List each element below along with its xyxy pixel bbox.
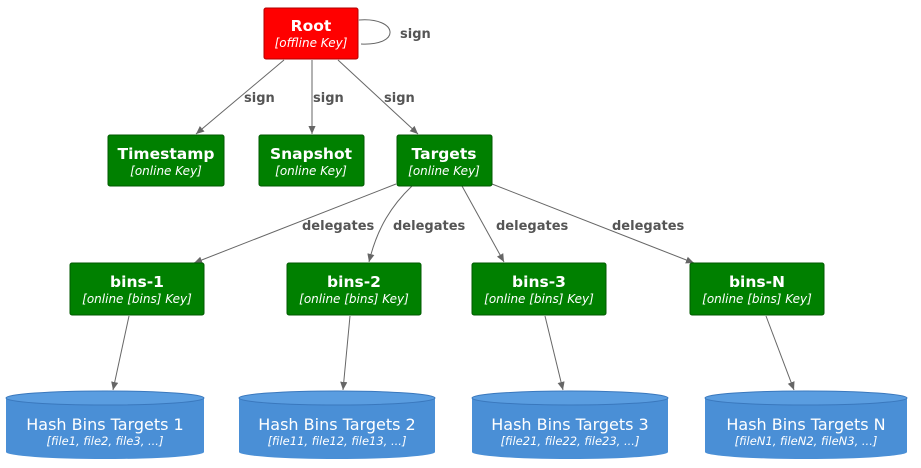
node-bins-3[interactable]: bins-3 [online [bins] Key] bbox=[471, 262, 607, 316]
node-bins-2-box bbox=[286, 262, 422, 316]
edges: sign sign sign sign delegates delegates … bbox=[111, 17, 795, 391]
node-bins-n-title: bins-N bbox=[729, 273, 785, 291]
store-hash-bins-1-top bbox=[5, 390, 205, 406]
edge-label-targets-bins-2: delegates bbox=[393, 219, 466, 234]
node-snapshot-box bbox=[258, 134, 365, 187]
edge-bins-2-store bbox=[340, 315, 351, 391]
store-hash-bins-1-body bbox=[6, 398, 204, 459]
node-timestamp[interactable]: Timestamp [online Key] bbox=[107, 134, 225, 187]
node-snapshot-subtitle: [online Key] bbox=[275, 164, 347, 178]
node-bins-2-subtitle: [online [bins] Key] bbox=[299, 292, 409, 306]
edge-targets-bins-2 bbox=[367, 185, 413, 263]
node-bins-2-title: bins-2 bbox=[327, 273, 381, 291]
node-targets-title: Targets bbox=[412, 145, 477, 163]
store-hash-bins-3-subtitle: [file21, file22, file23, ...] bbox=[501, 434, 640, 448]
store-hash-bins-1-subtitle: [file1, file2, file3, ...] bbox=[47, 434, 164, 448]
node-bins-n-box bbox=[689, 262, 825, 316]
edge-label-targets-bins-3: delegates bbox=[496, 219, 569, 234]
edge-label-root-self: sign bbox=[400, 27, 431, 42]
store-hash-bins-2-subtitle: [file11, file12, file13, ...] bbox=[268, 434, 407, 448]
node-bins-3-title: bins-3 bbox=[512, 273, 566, 291]
edge-root-targets bbox=[337, 59, 419, 135]
edge-root-self bbox=[350, 17, 391, 45]
node-targets-subtitle: [online Key] bbox=[408, 164, 480, 178]
node-bins-1-subtitle: [online [bins] Key] bbox=[82, 292, 192, 306]
store-hash-bins-n-body bbox=[705, 398, 907, 459]
store-hash-bins-1[interactable]: Hash Bins Targets 1 [file1, file2, file3… bbox=[5, 390, 205, 459]
store-hash-bins-3-body bbox=[472, 398, 668, 459]
node-snapshot[interactable]: Snapshot [online Key] bbox=[258, 134, 365, 187]
node-bins-3-box bbox=[471, 262, 607, 316]
edge-root-timestamp bbox=[195, 59, 285, 135]
node-timestamp-box bbox=[107, 134, 225, 187]
node-bins-2[interactable]: bins-2 [online [bins] Key] bbox=[286, 262, 422, 316]
edge-bins-n-store bbox=[765, 315, 795, 391]
edge-label-targets-bins-n: delegates bbox=[612, 219, 685, 234]
node-timestamp-title: Timestamp bbox=[118, 145, 215, 163]
store-hash-bins-n-subtitle: [fileN1, fileN2, fileN3, ...] bbox=[735, 434, 878, 448]
node-root-subtitle: [offline Key] bbox=[275, 36, 348, 50]
node-targets-box bbox=[396, 134, 493, 187]
node-root-box bbox=[263, 7, 359, 60]
edge-targets-bins-1 bbox=[193, 183, 397, 264]
edge-label-root-snapshot: sign bbox=[313, 91, 344, 106]
store-hash-bins-1-title: Hash Bins Targets 1 bbox=[26, 415, 183, 434]
node-bins-1-title: bins-1 bbox=[110, 273, 164, 291]
edge-targets-bins-n bbox=[491, 183, 695, 264]
store-hash-bins-n-title: Hash Bins Targets N bbox=[726, 415, 885, 434]
node-bins-3-subtitle: [online [bins] Key] bbox=[484, 292, 594, 306]
node-bins-n[interactable]: bins-N [online [bins] Key] bbox=[689, 262, 825, 316]
edge-label-targets-bins-1: delegates bbox=[302, 219, 375, 234]
store-hash-bins-3-top bbox=[471, 390, 669, 406]
store-hash-bins-2[interactable]: Hash Bins Targets 2 [file11, file12, fil… bbox=[238, 390, 436, 459]
node-root[interactable]: Root [offline Key] bbox=[263, 7, 359, 60]
node-snapshot-title: Snapshot bbox=[270, 145, 353, 163]
store-hash-bins-2-top bbox=[238, 390, 436, 406]
store-hash-bins-3-title: Hash Bins Targets 3 bbox=[491, 415, 648, 434]
store-hash-bins-n-top bbox=[704, 390, 908, 406]
node-targets[interactable]: Targets [online Key] bbox=[396, 134, 493, 187]
node-bins-n-subtitle: [online [bins] Key] bbox=[702, 292, 812, 306]
store-hash-bins-3[interactable]: Hash Bins Targets 3 [file21, file22, fil… bbox=[471, 390, 669, 459]
store-hash-bins-2-body bbox=[239, 398, 435, 459]
node-root-title: Root bbox=[291, 17, 332, 35]
edge-targets-bins-3 bbox=[461, 185, 505, 263]
edge-bins-3-store bbox=[544, 315, 565, 391]
node-timestamp-subtitle: [online Key] bbox=[130, 164, 202, 178]
node-bins-1[interactable]: bins-1 [online [bins] Key] bbox=[69, 262, 205, 316]
edge-label-root-targets: sign bbox=[384, 91, 415, 106]
node-bins-1-box bbox=[69, 262, 205, 316]
edge-label-root-timestamp: sign bbox=[244, 91, 275, 106]
store-hash-bins-2-title: Hash Bins Targets 2 bbox=[258, 415, 415, 434]
edge-bins-1-store bbox=[111, 315, 130, 391]
store-hash-bins-n[interactable]: Hash Bins Targets N [fileN1, fileN2, fil… bbox=[704, 390, 908, 459]
